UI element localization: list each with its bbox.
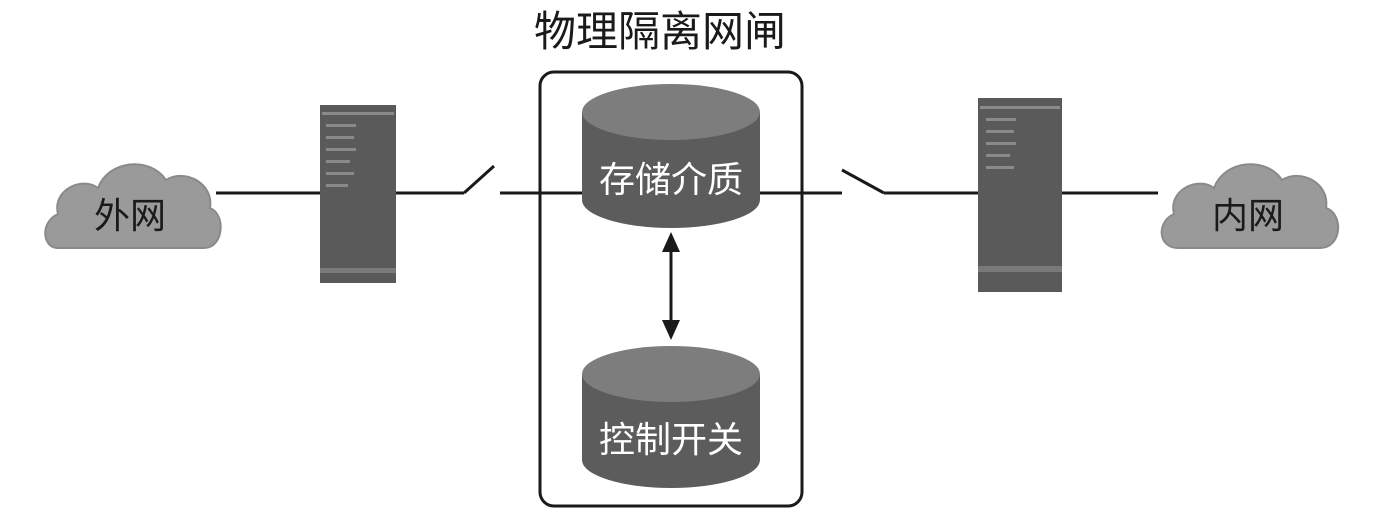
internal-network-label: 内网 — [1212, 196, 1284, 237]
internal-network-cloud-icon — [1160, 163, 1340, 249]
storage-cylinder-icon — [582, 84, 760, 228]
left-switch-blade-icon — [462, 164, 496, 195]
external-network-label: 外网 — [94, 196, 166, 237]
storage-label: 存储介质 — [599, 160, 743, 201]
left-server-rack-icon — [320, 105, 396, 283]
double-arrow-icon — [662, 232, 680, 340]
external-network-cloud-icon — [44, 163, 222, 249]
right-server-rack-icon — [978, 98, 1062, 292]
gateway-box — [538, 70, 804, 508]
diagram-title: 物理隔离网闸 — [534, 7, 786, 56]
control-cylinder-icon — [582, 346, 760, 488]
control-label: 控制开关 — [599, 420, 743, 461]
right-switch-blade-icon — [841, 168, 885, 195]
